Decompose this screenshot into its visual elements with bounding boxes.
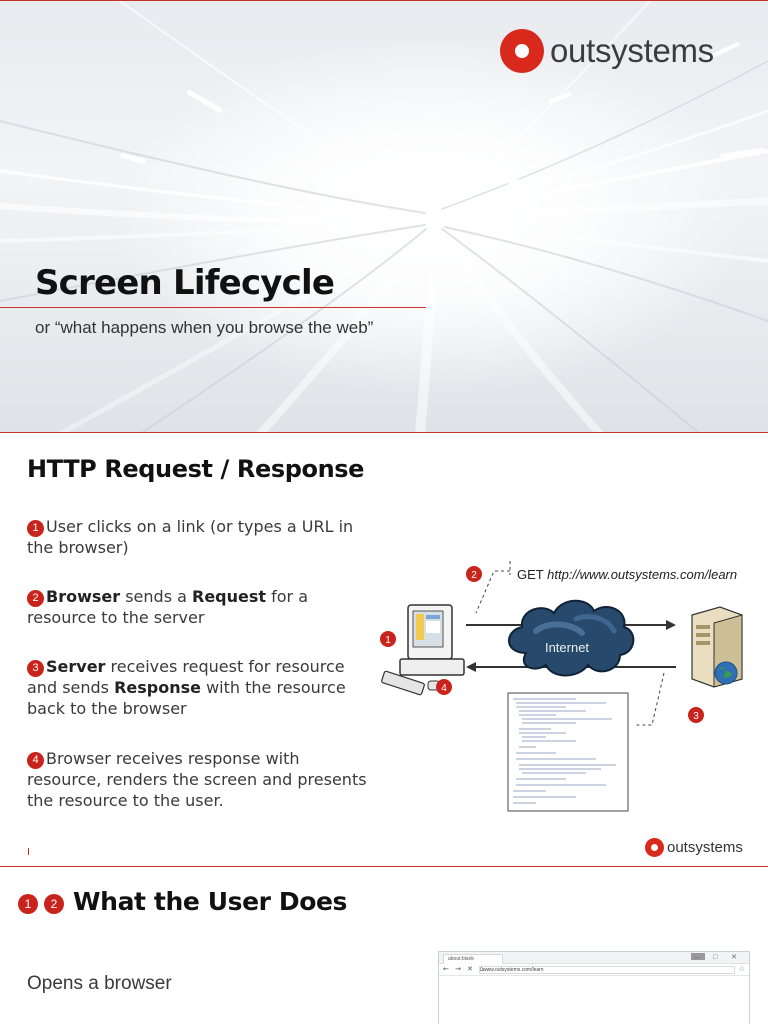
title-slide: outsystems Screen Lifecycle or “what hap… [0,0,768,433]
bullet-opens-browser: Opens a browser [27,973,172,994]
computer-icon [381,604,465,696]
browser-nav-icons: ← → ✕ ⌂ [443,965,486,973]
browser-url-field: www.outsystems.com/learn [479,966,735,974]
browser-address-bar: ← → ✕ ⌂ www.outsystems.com/learn ☆ [439,964,749,976]
slide-heading: What the User Does [73,887,348,916]
step-number-badge: 4 [27,752,44,769]
browser-tab-bar: about:blank – □ ✕ [439,952,749,964]
logo-text: outsystems [667,839,743,856]
slide-heading: HTTP Request / Response [27,455,365,483]
http-diagram: 2 GET http://www.outsystems.com/learn 1 … [380,561,743,812]
get-callout-line [475,561,511,614]
step-number-badge: 2 [27,590,44,607]
heading-number-badge: 2 [44,894,64,914]
heading-number-badge: 1 [18,894,38,914]
window-buttons: – □ ✕ [695,954,743,961]
step-number-badge: 1 [27,520,44,537]
marker-2 [466,566,482,582]
outsystems-logo-small: outsystems [645,838,743,857]
title-divider [0,307,426,308]
light-streaks-background [0,1,768,432]
slide-title: Screen Lifecycle [35,263,335,303]
outsystems-ring-icon [500,29,544,73]
response-callout-line [634,672,665,726]
get-request-label: GET http://www.outsystems.com/learn [517,567,737,582]
marker-3-label: 3 [693,711,699,722]
browser-tab: about:blank [443,954,503,964]
browser-profile-icon [691,953,705,960]
slide-marker [28,848,29,855]
marker-1 [380,631,396,647]
marker-4 [436,679,452,695]
slide-subtitle: or “what happens when you browse the web… [35,318,374,337]
server-icon [691,606,743,688]
outsystems-logo: outsystems [500,29,714,73]
html-document-icon [507,692,629,812]
marker-2-label: 2 [471,570,477,581]
browser-window-screenshot: about:blank – □ ✕ ← → ✕ ⌂ www.outsystems… [438,951,750,1024]
step-number-badge: 3 [27,660,44,677]
logo-text: outsystems [550,32,714,69]
internet-cloud-icon [508,599,635,677]
marker-4-label: 4 [441,683,447,694]
internet-label: Internet [545,640,589,655]
marker-3 [688,707,704,723]
what-the-user-does-slide: 1 2 What the User Does Opens a browser a… [0,867,768,1024]
marker-1-label: 1 [385,635,391,646]
star-icon: ☆ [738,965,745,973]
outsystems-ring-icon [645,838,664,857]
